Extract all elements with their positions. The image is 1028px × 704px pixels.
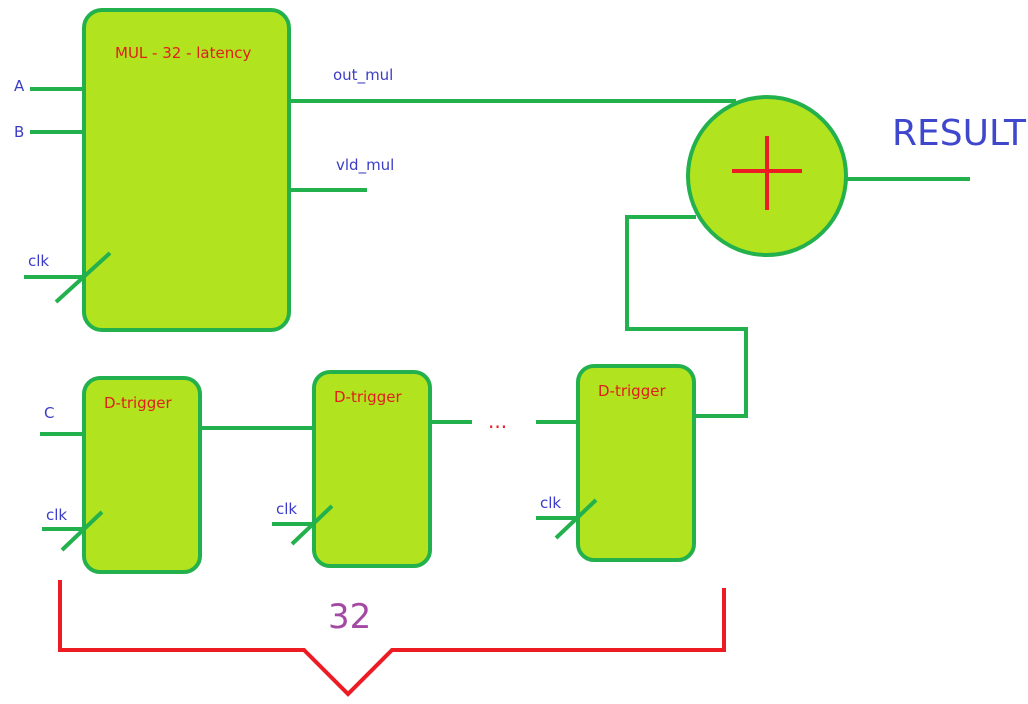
adder: RESULT: [686, 95, 1027, 257]
mul-block: MUL - 32 - latency A B clk out_mul vld_m…: [14, 8, 736, 332]
mul-block-body: [82, 8, 291, 332]
dtrigger-2-title: D-trigger: [334, 388, 402, 406]
mul-clk-slash: [54, 251, 112, 304]
brace-count-label: 32: [328, 597, 371, 637]
dtrigger-1-body: [82, 376, 202, 574]
dtrigger-3-clk-label: clk: [540, 494, 561, 512]
dtrigger-1-clk-slash: [60, 510, 104, 552]
dtrigger-1-clk-label: clk: [46, 506, 67, 524]
chain-ellipsis: ...: [488, 409, 507, 433]
input-c-label: C: [44, 404, 54, 422]
dtrigger-2-clk-label: clk: [276, 500, 297, 518]
dtrigger-to-adder-wire: [625, 215, 748, 418]
dtrigger-2-clk-slash: [290, 504, 334, 546]
dtrigger-3-title: D-trigger: [598, 382, 666, 400]
mul-block-title: MUL - 32 - latency: [115, 44, 251, 62]
mul-clk-label: clk: [28, 252, 49, 270]
plus-icon: [732, 136, 802, 210]
result-label: RESULT: [892, 113, 1027, 154]
input-b-label: B: [14, 123, 24, 141]
dtrigger-3-clk-slash: [554, 498, 598, 540]
dtrigger-3: D-trigger clk: [536, 364, 696, 562]
count-brace: [58, 580, 726, 697]
dtrigger-2: D-trigger clk: [272, 370, 432, 568]
dtrigger-1-title: D-trigger: [104, 394, 172, 412]
out-mul-label: out_mul: [333, 66, 393, 85]
dtrigger-1: D-trigger C clk: [40, 376, 202, 574]
dtrigger-2-body: [312, 370, 432, 568]
dtrigger-3-body: [576, 364, 696, 562]
input-a-label: A: [14, 77, 25, 95]
vld-mul-label: vld_mul: [336, 156, 394, 175]
